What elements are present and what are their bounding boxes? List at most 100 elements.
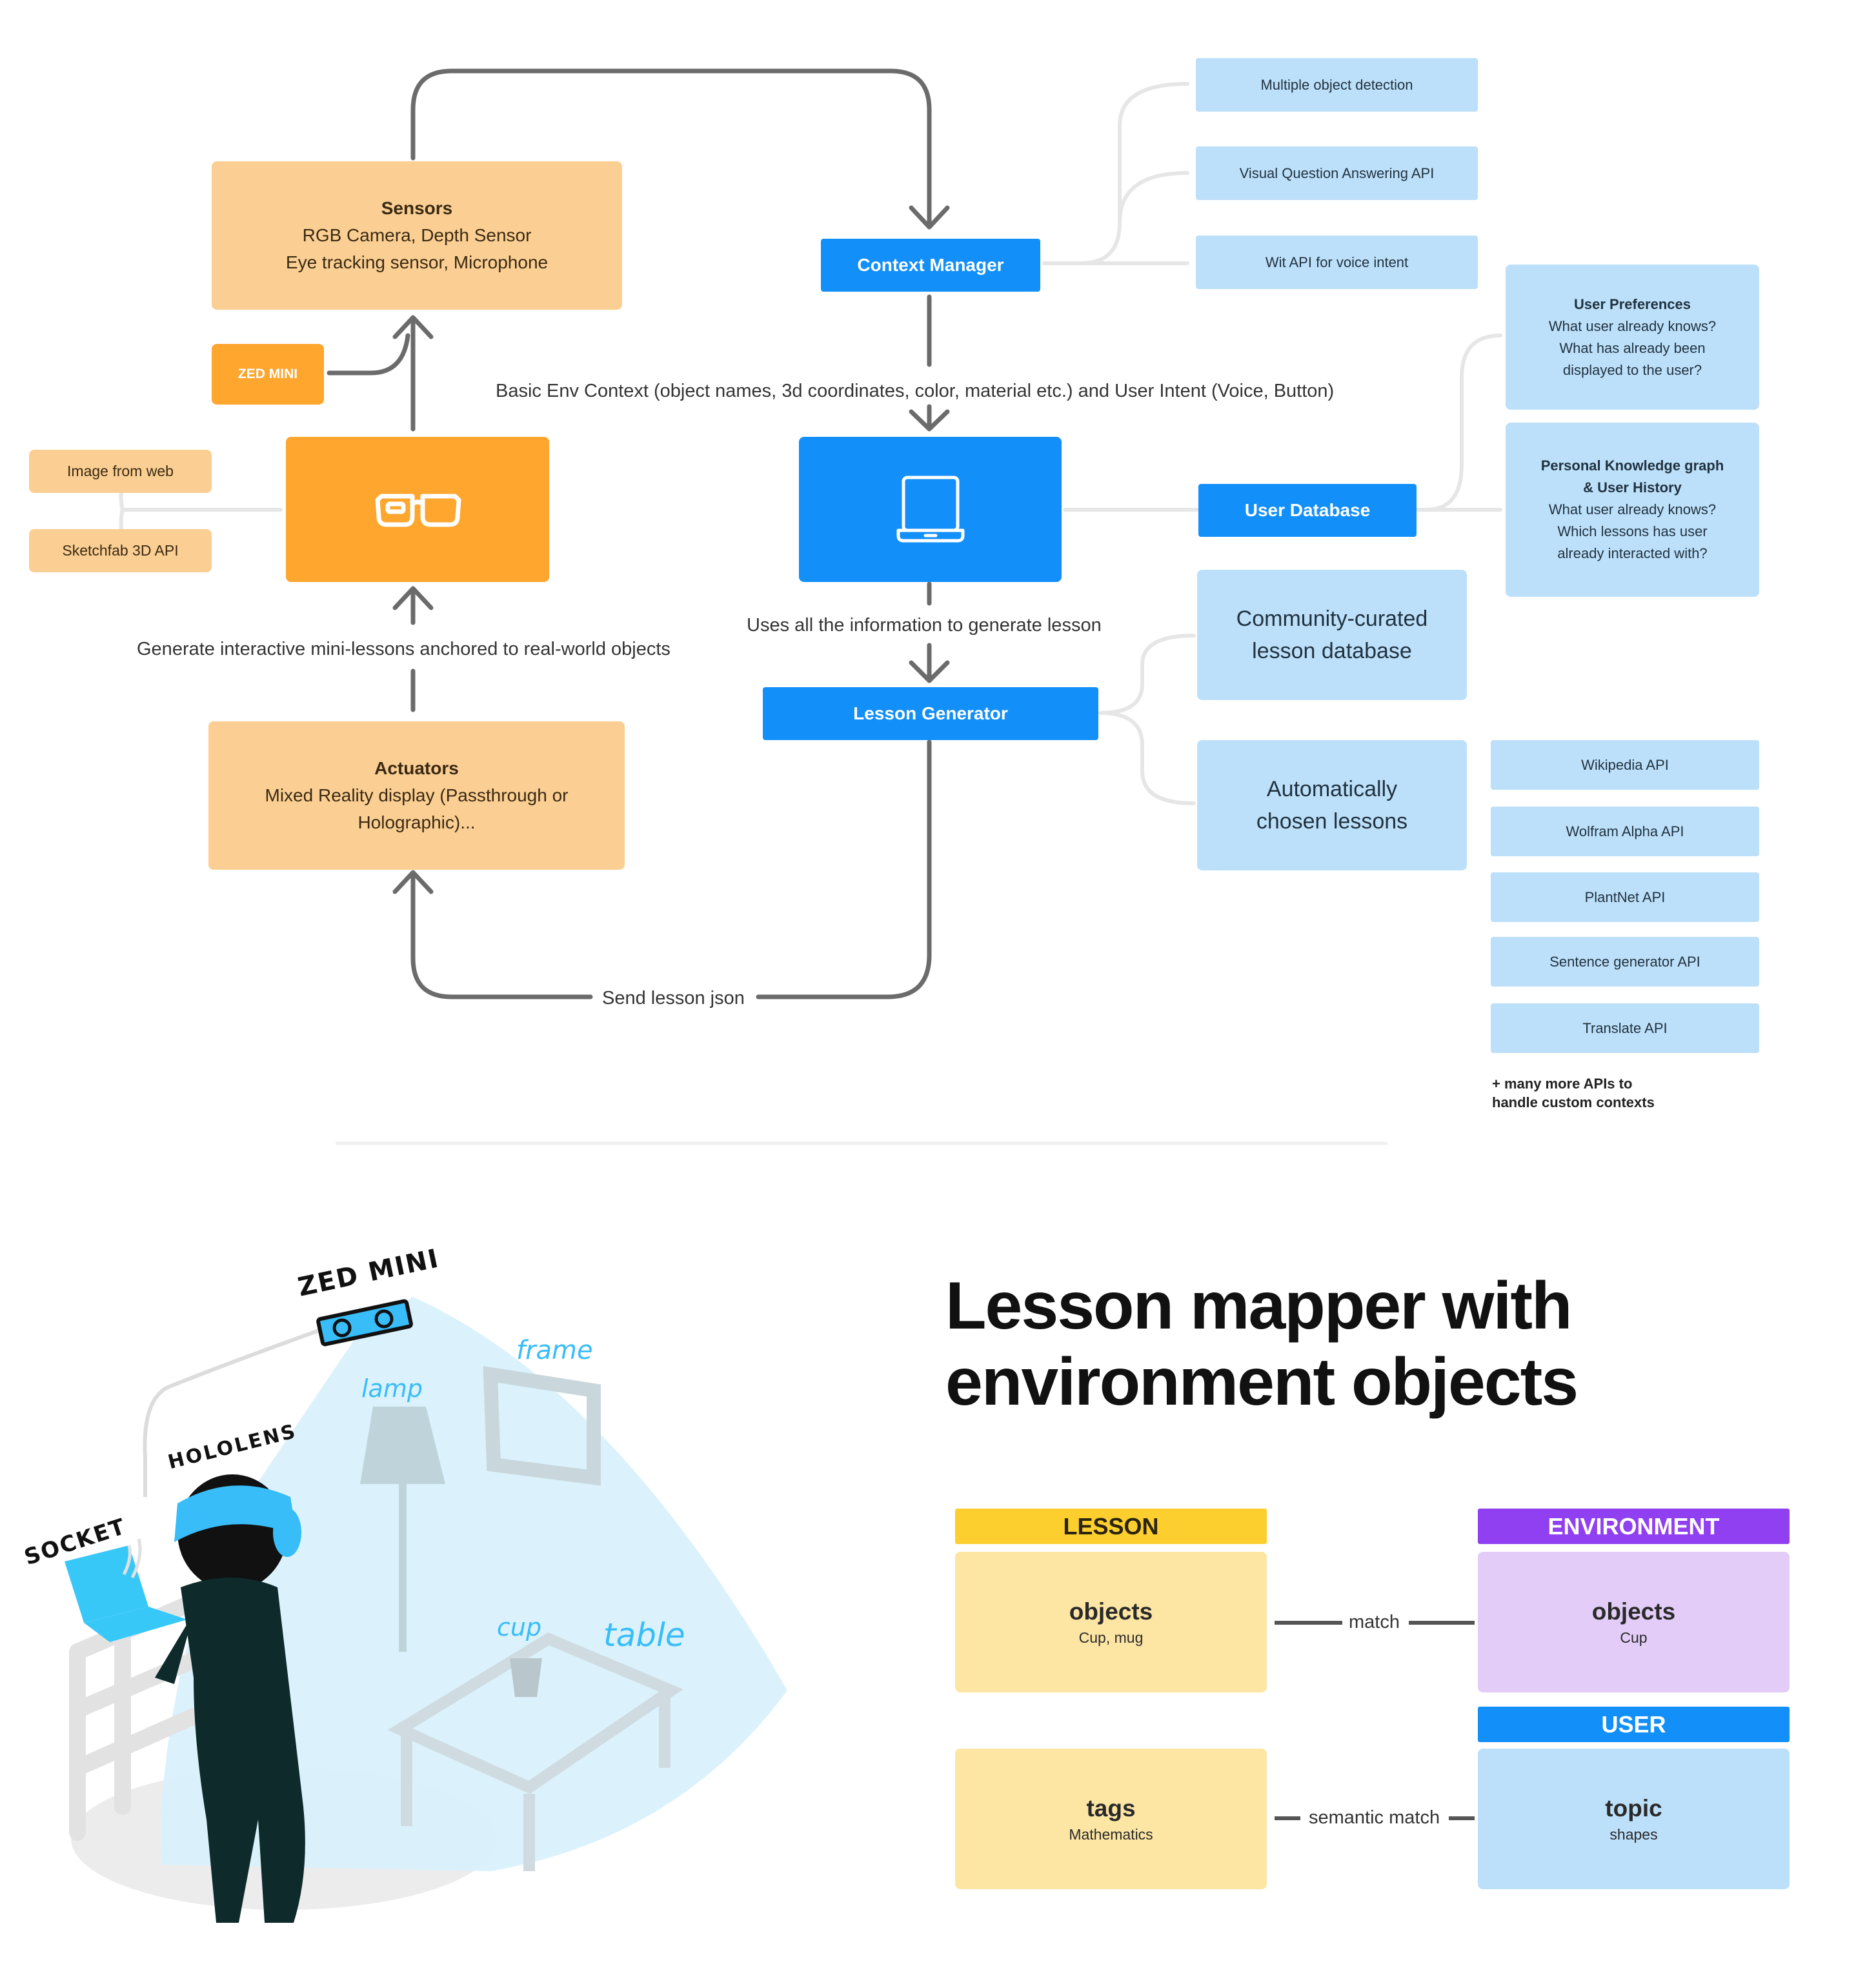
sensors-to-context-line — [410, 68, 932, 228]
lesson-objects-card: objects Cup, mug — [955, 1552, 1267, 1692]
mapper-title: Lesson mapper with environment objects — [945, 1268, 1578, 1420]
env-objects-card: objects Cup — [1478, 1552, 1790, 1692]
arrow-head — [392, 315, 434, 339]
context-api-box: Wit API for voice intent — [1196, 236, 1478, 289]
smart-glasses-box — [286, 437, 549, 582]
laptop-icon — [896, 476, 964, 542]
knowledge-graph-title2: & User History — [1583, 479, 1682, 496]
knowledge-graph-line2: Which lessons has user — [1557, 523, 1708, 539]
lesson-api-label: Translate API — [1582, 1019, 1668, 1036]
sensors-line1: RGB Camera, Depth Sensor — [302, 225, 532, 245]
sensors-title: Sensors — [381, 198, 453, 218]
sketch-frame-label: frame — [516, 1336, 593, 1365]
sketch-lamp-label: lamp — [361, 1374, 423, 1403]
context-api-box: Multiple object detection — [1196, 58, 1478, 112]
zed-to-sensors-line — [327, 333, 410, 376]
arrow-head — [909, 660, 950, 683]
automatic-line2: chosen lessons — [1256, 809, 1408, 834]
user-topic-title: topic — [1605, 1794, 1662, 1821]
lesson-api-box: Translate API — [1491, 1003, 1759, 1053]
hololens-headset — [174, 1485, 297, 1542]
context-api-label: Wit API for voice intent — [1265, 254, 1409, 270]
match-label: match — [1349, 1612, 1400, 1632]
uses-info-label: Uses all the information to generate les… — [747, 615, 1102, 636]
knowledge-graph-line3: already interacted with? — [1557, 545, 1708, 561]
user-preferences-box: User Preferences What user already knows… — [1506, 265, 1759, 410]
more-apis-line1: + many more APIs to — [1492, 1076, 1633, 1092]
lesson-tags-card: tags Mathematics — [955, 1749, 1267, 1889]
user-database-label: User Database — [1244, 500, 1371, 520]
lesson-api-box: Wolfram Alpha API — [1491, 807, 1759, 856]
lesson-api-label: Wolfram Alpha API — [1566, 823, 1684, 839]
lesson-generator-label: Lesson Generator — [853, 703, 1008, 723]
lesson-objects-sub: Cup, mug — [1078, 1629, 1144, 1646]
zed-mini-label: ZED MINI — [237, 366, 298, 381]
arrow-head — [392, 586, 434, 610]
user-preferences-line1: What user already knows? — [1548, 317, 1717, 334]
mapper-title-line2: environment objects — [945, 1345, 1578, 1420]
actuators-line2: Holographic)... — [358, 812, 476, 832]
user-database-box: User Database — [1198, 484, 1417, 537]
zed-mini-badge: ZED MINI — [212, 344, 324, 405]
more-apis-note: + many more APIs to handle custom contex… — [1492, 1074, 1655, 1112]
camera-view-cone — [161, 1297, 787, 1871]
table-top — [387, 1632, 683, 1794]
generator-to-automatic-line — [1098, 711, 1196, 805]
send-lesson-label: Send lesson json — [602, 988, 745, 1009]
lesson-api-label: PlantNet API — [1584, 888, 1666, 905]
user-preferences-line3: displayed to the user? — [1562, 361, 1702, 378]
sensors-line2: Eye tracking sensor, Microphone — [285, 252, 549, 272]
lesson-objects-title: objects — [1069, 1598, 1153, 1625]
arrow-head — [909, 409, 950, 432]
environment-header: ENVIRONMENT — [1478, 1509, 1790, 1544]
cable — [143, 1327, 324, 1497]
community-line2: lesson database — [1252, 639, 1412, 663]
lesson-api-label: Wikipedia API — [1581, 756, 1669, 773]
room-sketch — [65, 1297, 787, 1923]
lesson-generator-box: Lesson Generator — [763, 687, 1098, 740]
sketch-table-label: table — [603, 1616, 685, 1654]
user-header-label: USER — [1601, 1711, 1666, 1738]
diagram-connectors — [119, 68, 1502, 1145]
knowledge-graph-box: Personal Knowledge graph & User History … — [1506, 423, 1759, 597]
environment-header-label: ENVIRONMENT — [1548, 1512, 1720, 1540]
context-manager-box: Context Manager — [821, 239, 1040, 292]
frame-sketch — [483, 1366, 601, 1486]
actuators-title: Actuators — [374, 758, 459, 778]
lesson-api-box: PlantNet API — [1491, 872, 1759, 922]
lesson-api-box: Sentence generator API — [1491, 937, 1759, 987]
context-api-box: Visual Question Answering API — [1196, 146, 1478, 200]
mapper-title-line1: Lesson mapper with — [945, 1269, 1573, 1343]
sketch-cup-label: cup — [497, 1613, 542, 1641]
user-preferences-line2: What has already been — [1559, 339, 1706, 356]
env-objects-sub: Cup — [1620, 1629, 1648, 1646]
arrow-head — [392, 870, 434, 894]
community-lessons-box: Community-curated lesson database — [1197, 570, 1467, 700]
user-topic-sub: shapes — [1609, 1825, 1658, 1843]
lesson-header-label: LESSON — [1063, 1512, 1159, 1540]
user-preferences-title: User Preferences — [1573, 296, 1691, 312]
automatic-line1: Automatically — [1266, 777, 1398, 801]
lesson-tags-sub: Mathematics — [1069, 1825, 1153, 1843]
context-manager-label: Context Manager — [857, 255, 1004, 275]
image-from-web-box: Image from web — [29, 450, 212, 493]
glasses-icon — [375, 494, 461, 527]
generate-lessons-label: Generate interactive mini-lessons anchor… — [137, 639, 671, 659]
more-apis-line2: handle custom contexts — [1492, 1094, 1655, 1110]
actuators-box: Actuators Mixed Reality display (Passthr… — [208, 721, 625, 870]
lesson-api-box: Wikipedia API — [1491, 740, 1759, 790]
basic-env-context-label: Basic Env Context (object names, 3d coor… — [496, 381, 1335, 401]
user-header: USER — [1478, 1707, 1790, 1742]
image-from-web-label: Image from web — [67, 463, 174, 479]
lamp-shade — [360, 1407, 445, 1484]
person-body — [181, 1578, 305, 1923]
generator-down-line — [756, 739, 932, 999]
user-topic-card: topic shapes — [1478, 1749, 1790, 1889]
actuators-line1: Mixed Reality display (Passthrough or — [265, 785, 569, 805]
arrow-head — [909, 205, 950, 230]
sketchfab-box: Sketchfab 3D API — [29, 529, 212, 572]
cup-sketch — [510, 1658, 542, 1697]
sensors-box: Sensors RGB Camera, Depth Sensor Eye tra… — [212, 161, 622, 310]
generator-to-community-line — [1098, 634, 1196, 715]
knowledge-graph-title1: Personal Knowledge graph — [1540, 457, 1724, 474]
